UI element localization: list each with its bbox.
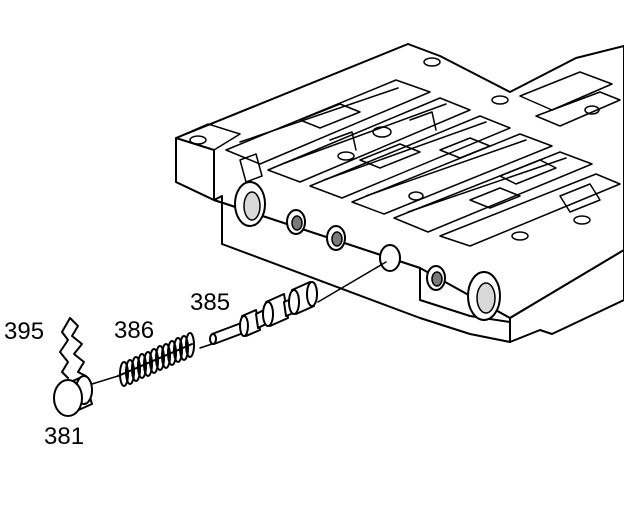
- fluid-channels: [225, 71, 621, 247]
- valve-body-right-face: [509, 249, 624, 343]
- valve-body-end-block: [175, 137, 215, 201]
- valve-body: [175, 43, 624, 343]
- callout-381: 381: [44, 423, 84, 450]
- deck-holes: [189, 57, 600, 241]
- valve-bores: [234, 181, 501, 321]
- part-395-clip: [59, 317, 87, 379]
- part-381-plug: [53, 375, 93, 417]
- part-385-valve: [209, 281, 318, 345]
- callout-385: 385: [190, 289, 230, 316]
- bore-target: [379, 244, 401, 272]
- part-386-spring: [117, 332, 195, 387]
- callout-386: 386: [114, 317, 154, 344]
- callout-395: 395: [4, 318, 44, 345]
